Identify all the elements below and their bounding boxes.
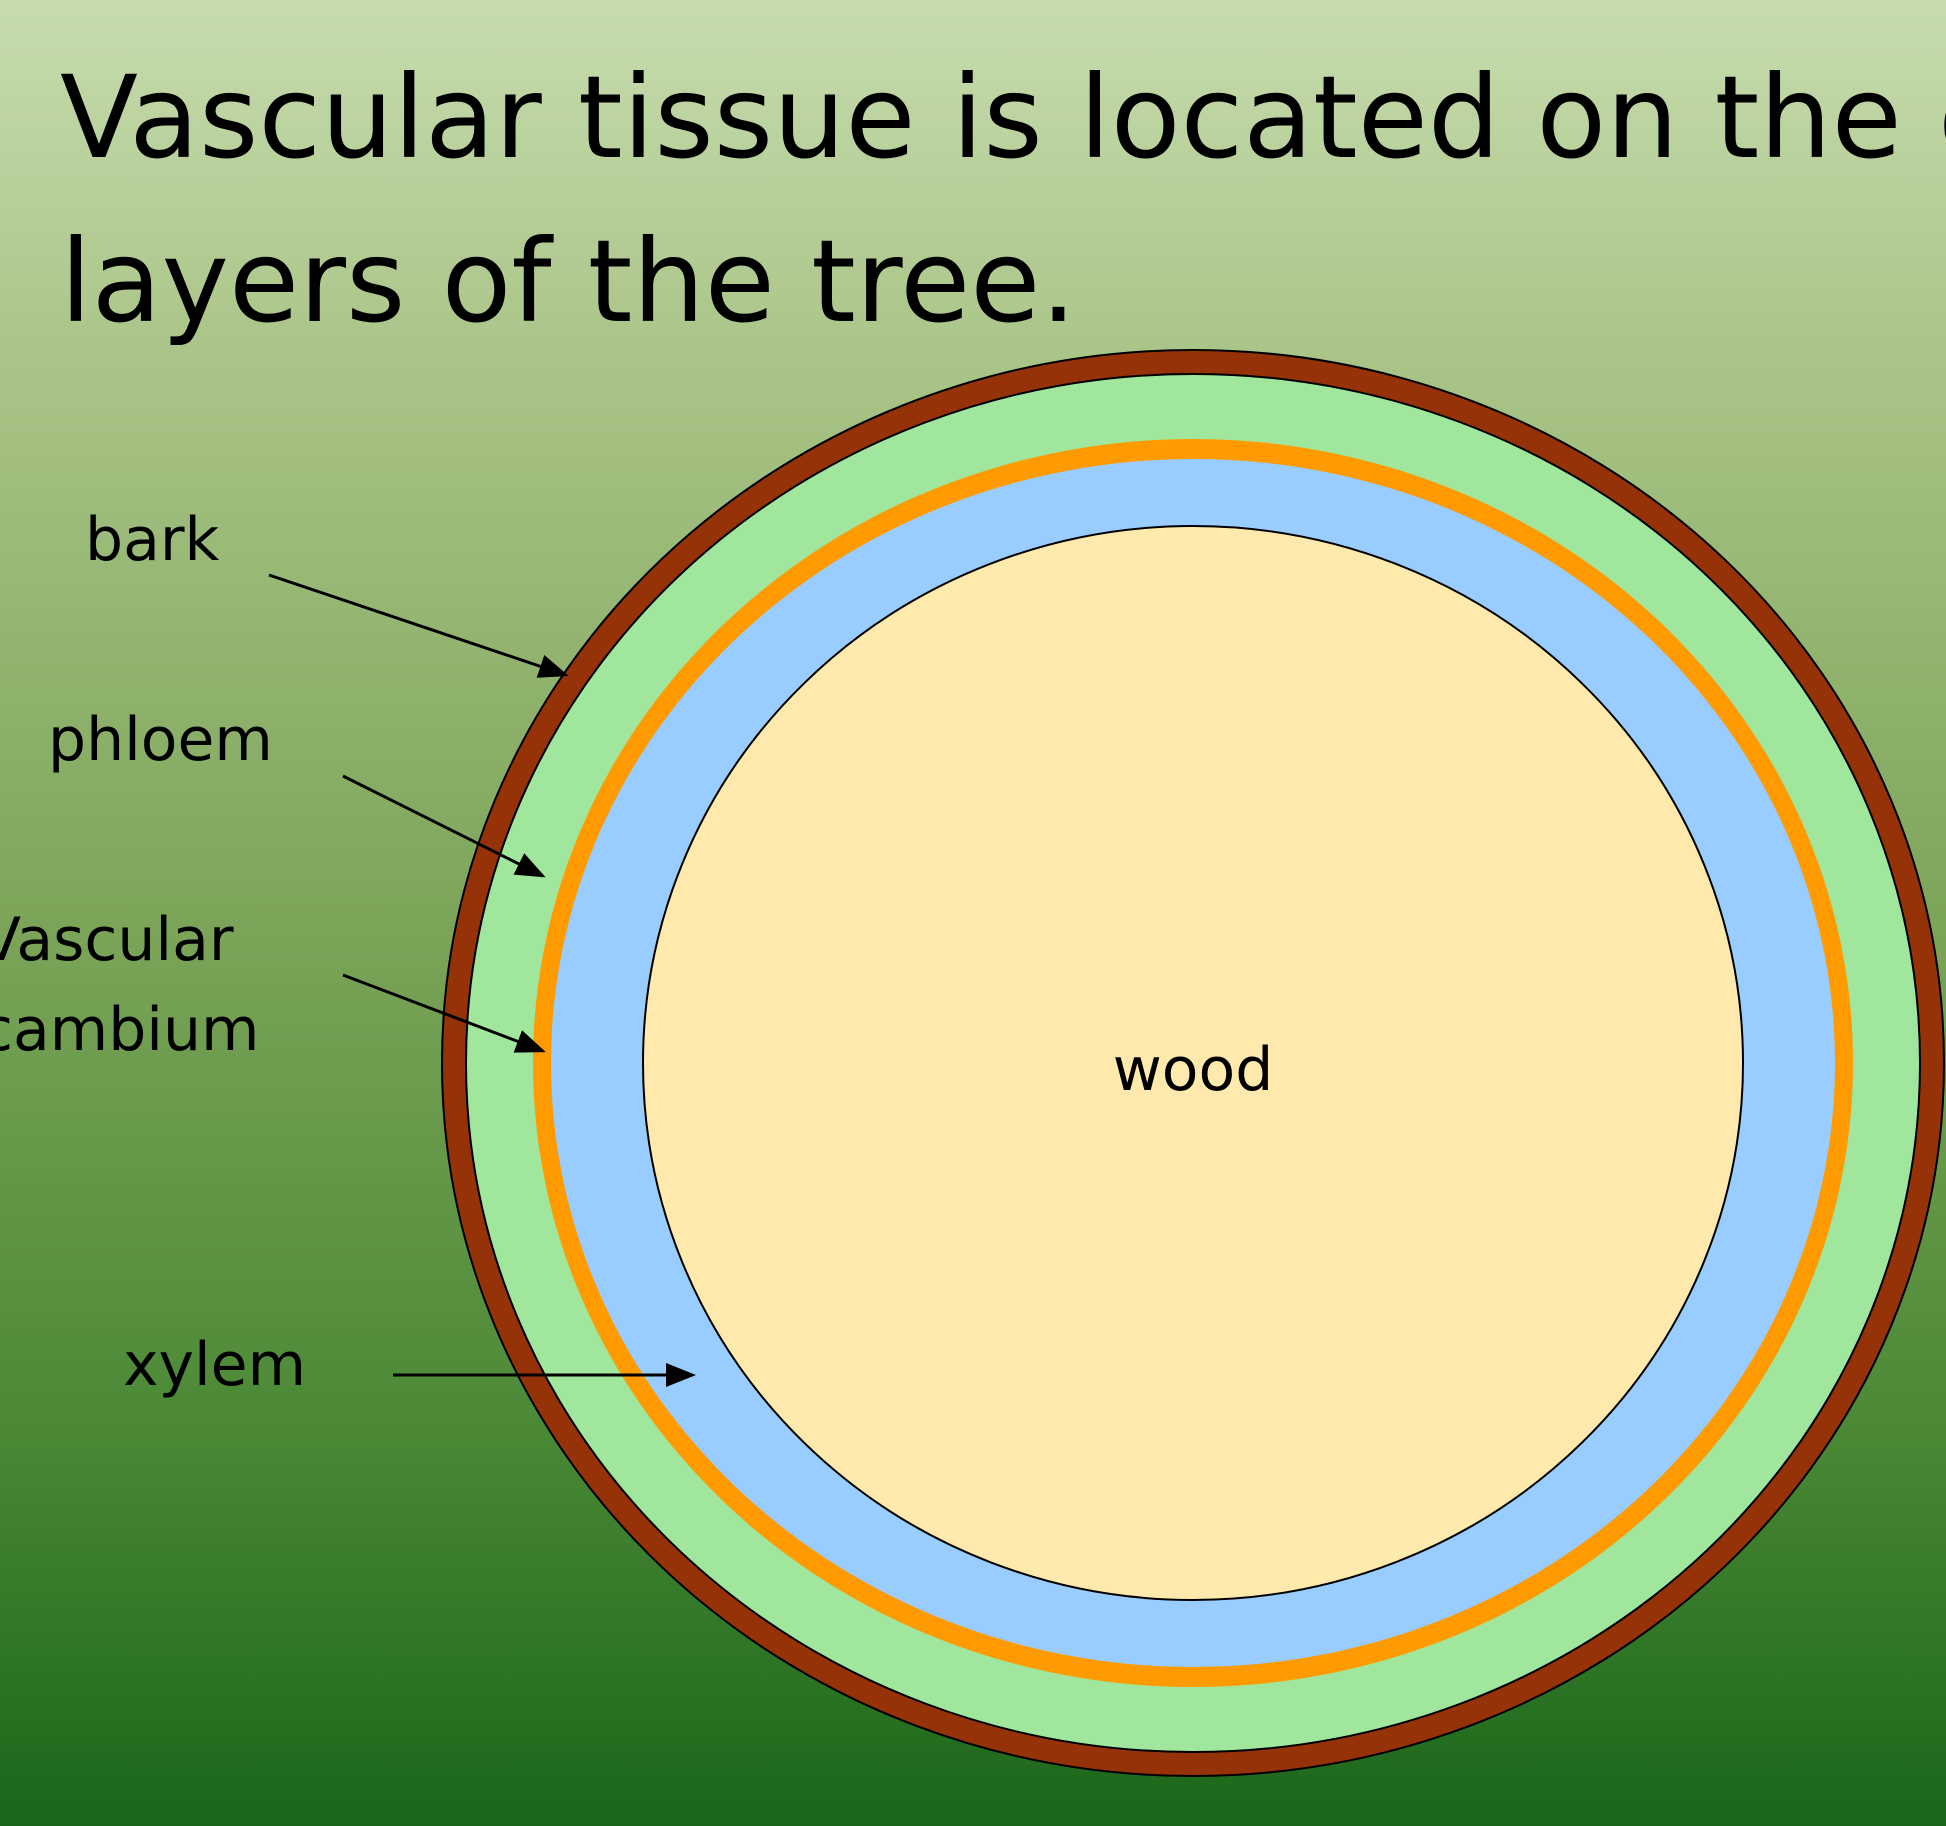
vascular-cambium-label-line2: cambium (0, 995, 259, 1065)
bark-arrow (268, 573, 569, 678)
slide-title: Vascular tissue is located on the outer … (60, 36, 1946, 364)
vascular-cambium-arrow (342, 973, 546, 1053)
phloem-arrow (342, 774, 546, 878)
title-line-1: Vascular tissue is located on the outer (60, 51, 1946, 184)
title-line-2: layers of the tree. (60, 215, 1077, 348)
vascular-cambium-label-line1: Vascular (0, 905, 234, 975)
bark-label: bark (85, 505, 220, 575)
phloem-label: phloem (48, 705, 273, 775)
wood-label: wood (1113, 1035, 1274, 1105)
wood-core (642, 525, 1744, 1601)
xylem-label: xylem (123, 1330, 306, 1400)
